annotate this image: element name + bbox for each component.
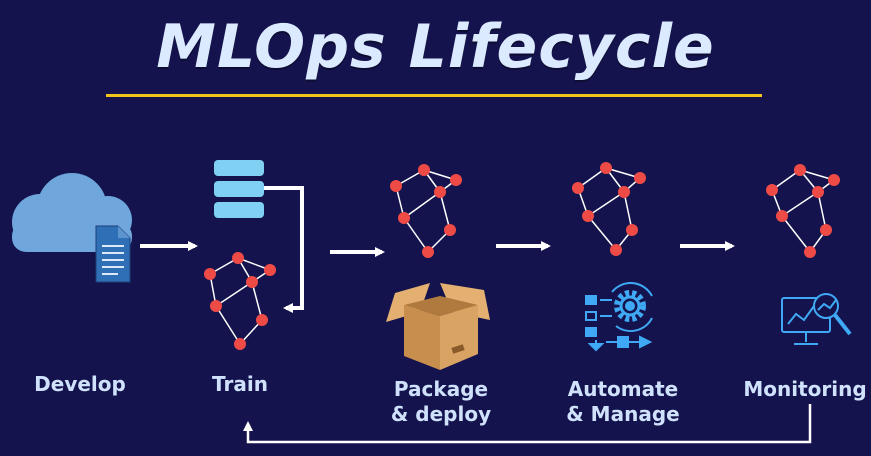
gear-workflow-icon: [585, 282, 653, 352]
stage-label-train: Train: [212, 372, 268, 396]
neural-graph-monitoring: [766, 164, 840, 258]
stage-label-monitoring: Monitoring: [743, 377, 867, 401]
monitor-analytics-icon: [781, 293, 852, 345]
database-icon: [214, 160, 264, 218]
neural-graph-automate: [572, 162, 646, 256]
stage-label-develop: Develop: [34, 372, 126, 396]
document-icon: [95, 225, 131, 283]
box-icon: [386, 283, 490, 370]
arrow-data-loop: [264, 186, 304, 313]
stage-label-automate: Automate & Manage: [566, 377, 680, 426]
page-title: MLOps Lifecycle: [156, 12, 715, 82]
arrow-feedback-loop: [243, 404, 812, 444]
neural-graph-package: [390, 164, 462, 258]
stage-label-package: Package & deploy: [390, 377, 492, 426]
title-underline: [106, 94, 762, 97]
neural-graph-train: [204, 252, 276, 350]
